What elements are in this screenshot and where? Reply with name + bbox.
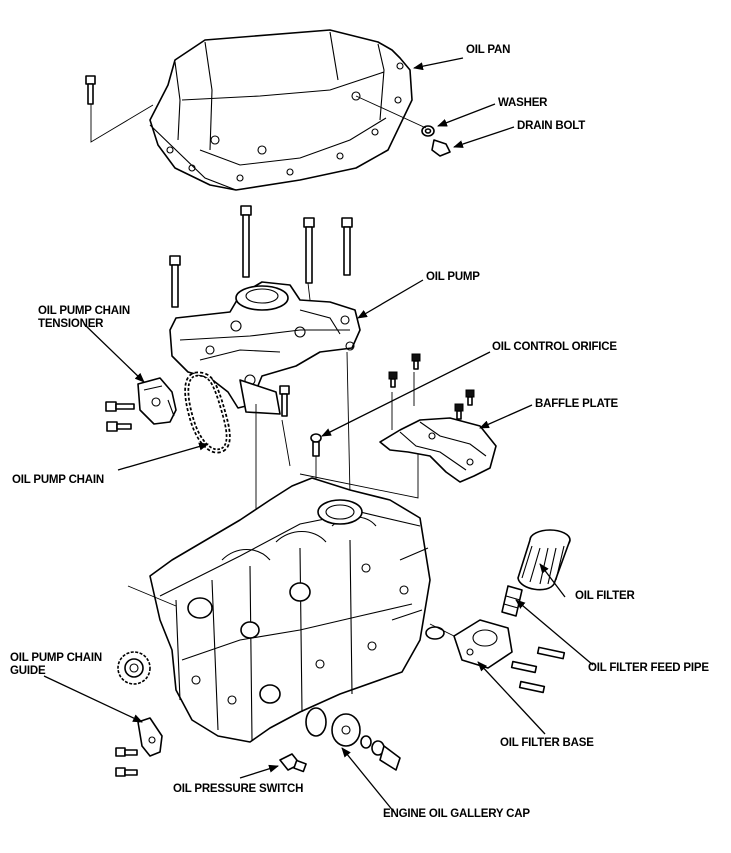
label-tensioner-line1: OIL PUMP CHAIN (38, 305, 130, 317)
label-oil-filter: OIL FILTER (575, 590, 635, 602)
label-washer: WASHER (498, 97, 548, 109)
label-oil-filter-base: OIL FILTER BASE (500, 737, 594, 749)
label-oil-control-orifice: OIL CONTROL ORIFICE (492, 341, 617, 353)
label-oil-pan: OIL PAN (466, 44, 511, 56)
oil-filter-feed-pipe-part (501, 585, 523, 617)
label-oil-pump-chain: OIL PUMP CHAIN (12, 474, 104, 486)
engine-block-part (149, 477, 431, 743)
oil-pump-chain-tensioner-part (105, 377, 177, 432)
leader-lines (43, 57, 594, 813)
label-oil-filter-feed-pipe: OIL FILTER FEED PIPE (588, 662, 709, 674)
oil-pump-chain-part (184, 371, 231, 454)
oil-filter-part (517, 529, 571, 591)
crankshaft-sprocket-part (117, 585, 177, 685)
baffle-plate-bolts (299, 353, 475, 499)
label-tensioner-line2: TENSIONER (38, 318, 104, 330)
label-oil-pump: OIL PUMP (426, 271, 480, 283)
oil-pump-chain-guide-part (115, 717, 163, 777)
oil-filter-base-part (425, 619, 566, 694)
oil-pump-bolts (169, 205, 353, 512)
oil-pan-bolt (85, 75, 154, 143)
label-oil-pressure-switch: OIL PRESSURE SWITCH (173, 783, 304, 795)
oil-pressure-switch-part (279, 753, 307, 773)
label-drain-bolt: DRAIN BOLT (517, 120, 586, 132)
baffle-plate-part (379, 417, 497, 483)
label-baffle-plate: BAFFLE PLATE (535, 398, 618, 410)
engine-oil-gallery-cap-part (305, 707, 401, 771)
drain-bolt-part (355, 95, 451, 157)
oil-pump-part (169, 281, 361, 415)
label-guide-line2: GUIDE (10, 665, 46, 677)
label-engine-oil-gallery-cap: ENGINE OIL GALLERY CAP (383, 808, 530, 820)
oil-pan-part (149, 29, 413, 191)
label-guide-line1: OIL PUMP CHAIN (10, 652, 102, 664)
